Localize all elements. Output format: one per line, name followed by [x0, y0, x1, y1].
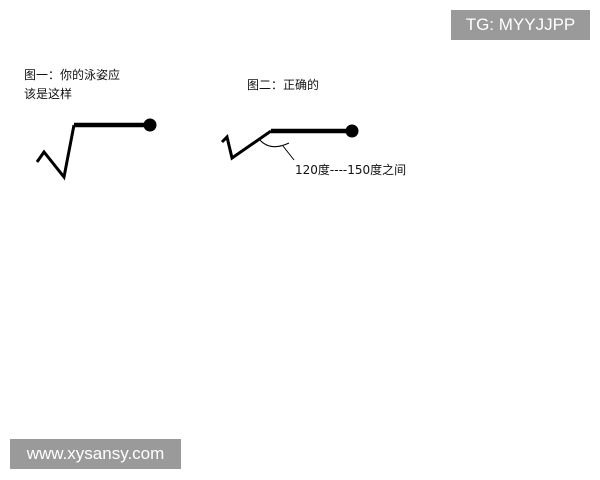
figure1-caption-line2: 该是这样	[24, 87, 73, 101]
figure2-legs	[220, 129, 272, 161]
figure2-angle-arc	[258, 138, 290, 148]
angle-range-label: 120度----150度之间	[295, 163, 407, 177]
figure1-legs	[35, 124, 76, 181]
figure1-caption-line1: 图一：你的泳姿应	[24, 68, 121, 82]
site-watermark: www.xysansy.com	[10, 439, 181, 469]
figure2-angle-pointer	[282, 145, 295, 161]
figure1-body	[35, 118, 157, 181]
figure2-body	[220, 124, 359, 161]
figure1-caption: 图一：你的泳姿应 该是这样	[24, 66, 120, 104]
tg-watermark: TG: MYYJJPP	[451, 10, 590, 40]
figure2-head	[345, 124, 359, 138]
figure1-head	[143, 118, 157, 132]
figure2-caption: 图二：正确的	[247, 78, 320, 92]
